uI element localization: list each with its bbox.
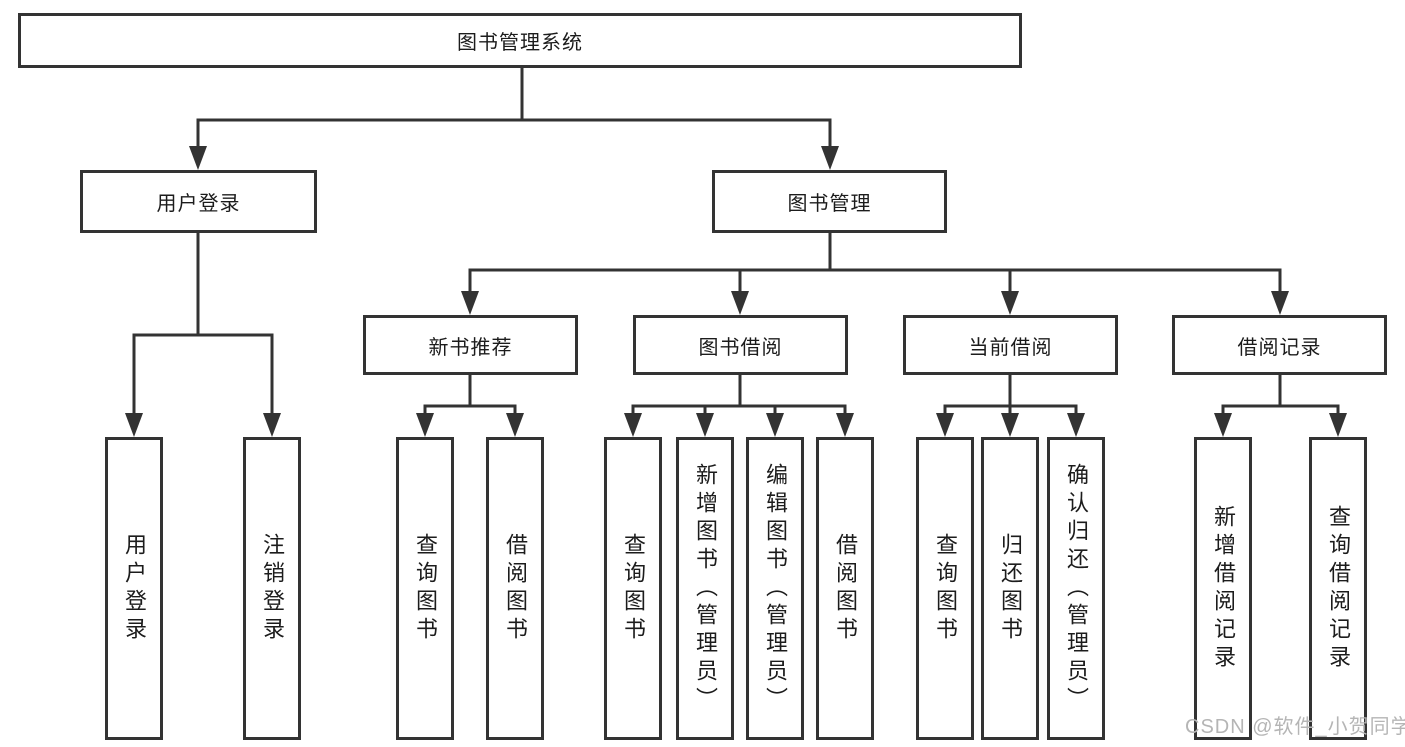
node-new-book-recommend: 新书推荐: [363, 315, 578, 375]
leaf-nbr-query-books: 查询图书: [396, 437, 454, 740]
leaf-user-login: 用户登录: [105, 437, 163, 740]
leaf-br-query-record: 查询借阅记录: [1309, 437, 1367, 740]
leaf-cb-confirm-return-admin: 确认归还（管理员）: [1047, 437, 1105, 740]
leaf-logout: 注销登录: [243, 437, 301, 740]
arrowhead-icon: [836, 413, 854, 437]
arrowhead-icon: [821, 146, 839, 170]
arrowhead-icon: [461, 291, 479, 315]
arrowhead-icon: [189, 146, 207, 170]
leaf-cb-query-books: 查询图书: [916, 437, 974, 740]
arrowhead-icon: [1214, 413, 1232, 437]
connector-book-mgmt-children: [461, 231, 1289, 315]
csdn-watermark: CSDN @软件_小贺同学: [1185, 716, 1405, 738]
node-library-system: 图书管理系统: [18, 13, 1022, 68]
node-borrowing-records: 借阅记录: [1172, 315, 1387, 375]
arrowhead-icon: [416, 413, 434, 437]
arrowhead-icon: [1329, 413, 1347, 437]
node-user-login: 用户登录: [80, 170, 317, 233]
arrowhead-icon: [263, 413, 281, 437]
leaf-bb-add-books-admin: 新增图书（管理员）: [676, 437, 734, 740]
connector-book-borrowing-children: [624, 373, 854, 437]
arrowhead-icon: [766, 413, 784, 437]
arrowhead-icon: [624, 413, 642, 437]
leaf-bb-borrow-books: 借阅图书: [816, 437, 874, 740]
connector-borrowing-records-children: [1214, 373, 1347, 437]
arrowhead-icon: [731, 291, 749, 315]
connector-root-to-level2: [189, 66, 839, 170]
leaf-br-add-record: 新增借阅记录: [1194, 437, 1252, 740]
arrowhead-icon: [1001, 413, 1019, 437]
arrowhead-icon: [936, 413, 954, 437]
connector-user-login-children: [125, 231, 281, 437]
arrowhead-icon: [696, 413, 714, 437]
leaf-bb-edit-books-admin: 编辑图书（管理员）: [746, 437, 804, 740]
connector-new-book-rec-children: [416, 373, 524, 437]
arrowhead-icon: [506, 413, 524, 437]
leaf-nbr-borrow-books: 借阅图书: [486, 437, 544, 740]
arrowhead-icon: [1067, 413, 1085, 437]
node-current-borrowing: 当前借阅: [903, 315, 1118, 375]
leaf-cb-return-books: 归还图书: [981, 437, 1039, 740]
leaf-bb-query-books: 查询图书: [604, 437, 662, 740]
connector-current-borrowing-children: [936, 373, 1085, 437]
node-book-management: 图书管理: [712, 170, 947, 233]
arrowhead-icon: [125, 413, 143, 437]
node-book-borrowing: 图书借阅: [633, 315, 848, 375]
arrowhead-icon: [1001, 291, 1019, 315]
arrowhead-icon: [1271, 291, 1289, 315]
